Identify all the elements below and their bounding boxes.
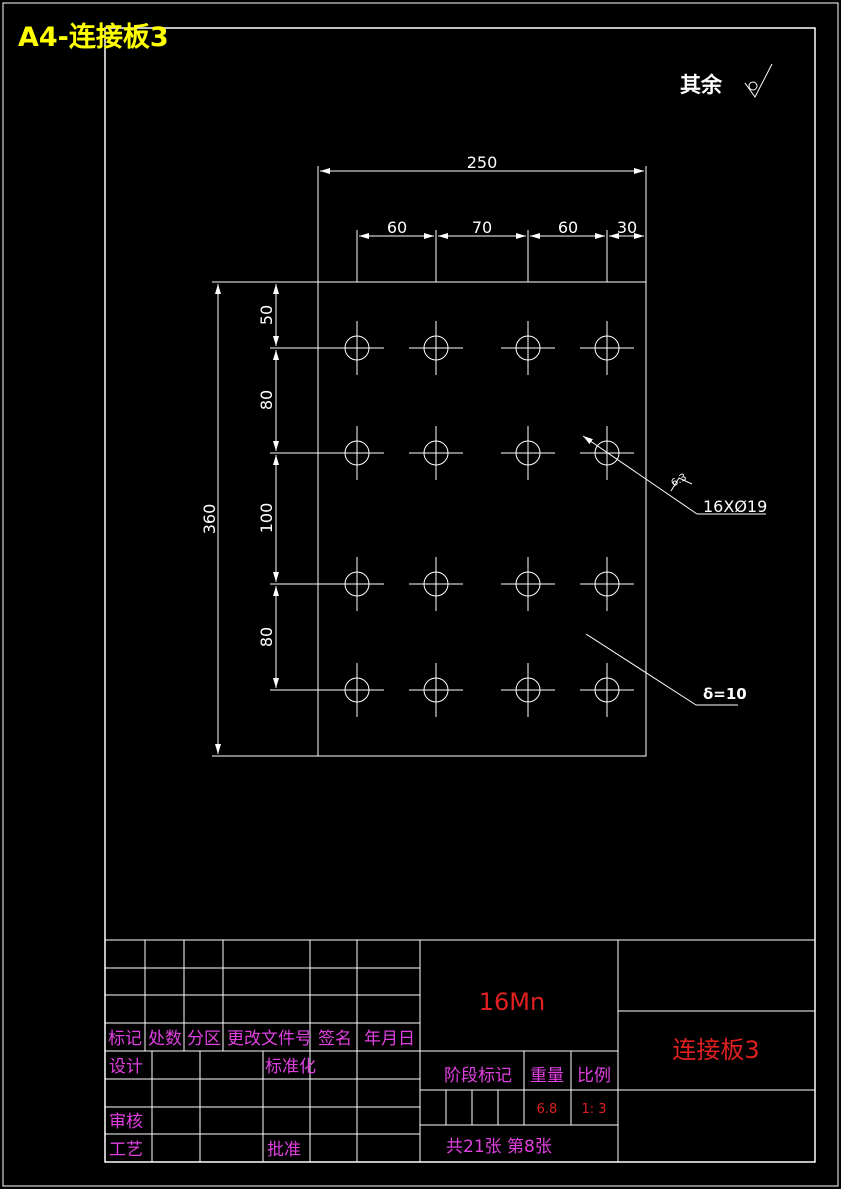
- dim-total-height: 360: [200, 281, 318, 757]
- title-block: [104, 939, 816, 1163]
- dim-hole-spacing-h: 60 70 60 30: [356, 218, 644, 282]
- tb-signature-label: 签名: [318, 1029, 352, 1049]
- hole: [409, 321, 463, 375]
- tb-approve-label: 批准: [267, 1140, 301, 1160]
- thickness-label: δ=10: [703, 685, 747, 703]
- dim-80a-label: 80: [257, 390, 276, 410]
- dim-70-label: 70: [472, 218, 492, 237]
- dim-hole-spacing-v: 50 80 100 80: [257, 284, 345, 691]
- hole: [409, 557, 463, 611]
- dim-total-width: 250: [317, 153, 647, 282]
- hole: [409, 663, 463, 717]
- dim-30-label: 30: [617, 218, 637, 237]
- tb-change-doc-label: 更改文件号: [227, 1029, 312, 1049]
- tb-weight-value: 6.8: [537, 1102, 558, 1117]
- dim-80b-label: 80: [257, 627, 276, 647]
- hole: [580, 663, 634, 717]
- hole: [501, 426, 555, 480]
- tb-scale-value: 1: 3: [581, 1102, 606, 1117]
- dim-50-label: 50: [257, 305, 276, 325]
- hole: [409, 426, 463, 480]
- inner-frame: [104, 27, 816, 1163]
- tb-standardize-label: 标准化: [265, 1057, 316, 1077]
- tb-date-label: 年月日: [364, 1029, 415, 1049]
- tb-part-name: 连接板3: [672, 1036, 759, 1064]
- dim-360-label: 360: [200, 504, 219, 535]
- tb-zone-label: 分区: [187, 1029, 221, 1049]
- holes-group: [330, 321, 634, 717]
- hole: [580, 557, 634, 611]
- hole: [580, 321, 634, 375]
- tb-mark-label: 标记: [108, 1029, 142, 1049]
- dim-60b-label: 60: [558, 218, 578, 237]
- tb-design-label: 设计: [109, 1057, 143, 1077]
- thickness-callout: δ=10: [585, 633, 747, 706]
- dim-250-label: 250: [467, 153, 498, 172]
- tb-count-label: 处数: [148, 1029, 182, 1049]
- hole: [501, 557, 555, 611]
- tb-weight-label: 重量: [530, 1066, 564, 1086]
- tb-material: 16Mn: [479, 988, 545, 1016]
- roughness-symbol-icon: [744, 63, 773, 98]
- plate-outline: [317, 281, 647, 757]
- tb-process-label: 工艺: [109, 1140, 143, 1160]
- sheet-title: A4-连接板3: [18, 21, 169, 53]
- tb-sheets: 共21张 第8张: [446, 1137, 552, 1157]
- roughness-note: 其余: [680, 73, 723, 97]
- hole: [501, 321, 555, 375]
- roughness-callout-icon: [670, 477, 693, 492]
- hole-callout-label: 16XØ19: [703, 497, 767, 516]
- hole-callout: 16XØ19 6.3: [582, 435, 767, 516]
- hole: [501, 663, 555, 717]
- tb-review-label: 审核: [109, 1112, 143, 1132]
- dim-100-label: 100: [257, 503, 276, 534]
- dim-60a-label: 60: [387, 218, 407, 237]
- tb-stage-mark-label: 阶段标记: [444, 1066, 512, 1086]
- tb-scale-label: 比例: [577, 1066, 611, 1086]
- roughness-value-label: 6.3: [670, 472, 689, 489]
